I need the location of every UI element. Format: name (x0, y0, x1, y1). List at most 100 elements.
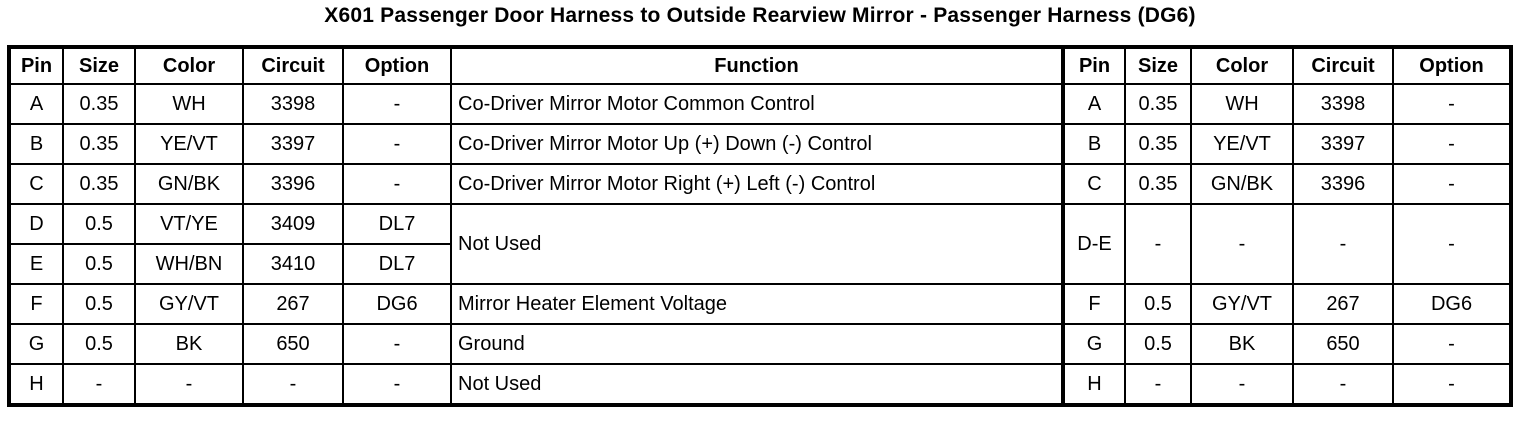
circuit-cell-right: - (1292, 363, 1394, 406)
option-cell-right: - (1392, 83, 1512, 125)
header-size: Size (62, 46, 136, 85)
header-row: Pin Size Color Circuit Option Function P… (8, 46, 1512, 85)
color-cell-right-merged: - (1190, 203, 1294, 285)
size-cell: 0.5 (62, 243, 136, 285)
pin-cell: G (8, 323, 64, 365)
size-cell-right: 0.35 (1124, 163, 1192, 205)
table-row: G 0.5 BK 650 - Ground G 0.5 BK 650 - (8, 323, 1512, 365)
pin-cell: F (8, 283, 64, 325)
size-cell: 0.5 (62, 323, 136, 365)
pin-cell: B (8, 123, 64, 165)
pin-cell-right: F (1061, 283, 1126, 325)
circuit-cell: 3409 (242, 203, 344, 245)
size-cell-right: 0.35 (1124, 123, 1192, 165)
header-option-right: Option (1392, 46, 1512, 85)
function-cell: Mirror Heater Element Voltage (450, 283, 1064, 325)
circuit-cell: 3410 (242, 243, 344, 285)
table-row: C 0.35 GN/BK 3396 - Co-Driver Mirror Mot… (8, 163, 1512, 205)
pin-cell: A (8, 83, 64, 125)
size-cell-right: 0.5 (1124, 323, 1192, 365)
header-pin: Pin (8, 46, 64, 85)
size-cell: - (62, 363, 136, 406)
option-cell: - (342, 83, 452, 125)
option-cell: DL7 (342, 243, 452, 285)
option-cell-right: - (1392, 363, 1512, 406)
option-cell: DG6 (342, 283, 452, 325)
size-cell-right-merged: - (1124, 203, 1192, 285)
table-row: B 0.35 YE/VT 3397 - Co-Driver Mirror Mot… (8, 123, 1512, 165)
pin-cell-right: H (1061, 363, 1126, 406)
pin-cell-right: B (1061, 123, 1126, 165)
color-cell: GN/BK (134, 163, 244, 205)
table-row: F 0.5 GY/VT 267 DG6 Mirror Heater Elemen… (8, 283, 1512, 325)
option-cell-right: - (1392, 323, 1512, 365)
circuit-cell-right: 650 (1292, 323, 1394, 365)
circuit-cell: 3398 (242, 83, 344, 125)
function-cell: Co-Driver Mirror Motor Up (+) Down (-) C… (450, 123, 1064, 165)
circuit-cell: 267 (242, 283, 344, 325)
color-cell: WH/BN (134, 243, 244, 285)
pin-cell-right: C (1061, 163, 1126, 205)
table-row: A 0.35 WH 3398 - Co-Driver Mirror Motor … (8, 83, 1512, 125)
pin-cell-right: A (1061, 83, 1126, 125)
circuit-cell: 3397 (242, 123, 344, 165)
header-function: Function (450, 46, 1064, 85)
color-cell-right: - (1190, 363, 1294, 406)
header-color: Color (134, 46, 244, 85)
size-cell-right: 0.35 (1124, 83, 1192, 125)
table-row: D 0.5 VT/YE 3409 DL7 Not Used D-E - - - … (8, 203, 1512, 285)
option-cell-right-merged: - (1392, 203, 1512, 285)
function-cell: Ground (450, 323, 1064, 365)
table-row: E 0.5 WH/BN 3410 DL7 (8, 243, 1511, 285)
header-circuit-right: Circuit (1292, 46, 1394, 85)
size-cell-right: - (1124, 363, 1192, 406)
option-cell: - (342, 363, 452, 406)
header-pin-right: Pin (1061, 46, 1126, 85)
pin-cell: C (8, 163, 64, 205)
color-cell-right: GY/VT (1190, 283, 1294, 325)
size-cell-right: 0.5 (1124, 283, 1192, 325)
page-title: X601 Passenger Door Harness to Outside R… (324, 4, 1196, 27)
circuit-cell-right: 3397 (1292, 123, 1394, 165)
header-size-right: Size (1124, 46, 1192, 85)
option-cell-right: DG6 (1392, 283, 1512, 325)
option-cell: - (342, 163, 452, 205)
color-cell-right: YE/VT (1190, 123, 1294, 165)
color-cell: BK (134, 323, 244, 365)
option-cell: - (342, 123, 452, 165)
circuit-cell: - (242, 363, 344, 406)
pin-cell: E (8, 243, 64, 285)
option-cell-right: - (1392, 123, 1512, 165)
pin-cell-right-merged: D-E (1061, 203, 1126, 285)
circuit-cell: 650 (242, 323, 344, 365)
pin-cell: H (8, 363, 64, 406)
color-cell: YE/VT (134, 123, 244, 165)
circuit-cell: 3396 (242, 163, 344, 205)
header-color-right: Color (1190, 46, 1294, 85)
option-cell-right: - (1392, 163, 1512, 205)
header-circuit: Circuit (242, 46, 344, 85)
color-cell: WH (134, 83, 244, 125)
circuit-cell-right-merged: - (1292, 203, 1394, 285)
size-cell: 0.5 (62, 283, 136, 325)
circuit-cell-right: 3398 (1292, 83, 1394, 125)
color-cell: VT/YE (134, 203, 244, 245)
option-cell: - (342, 323, 452, 365)
size-cell: 0.35 (62, 83, 136, 125)
color-cell-right: GN/BK (1190, 163, 1294, 205)
function-cell: Co-Driver Mirror Motor Right (+) Left (-… (450, 163, 1064, 205)
function-cell: Co-Driver Mirror Motor Common Control (450, 83, 1064, 125)
color-cell: GY/VT (134, 283, 244, 325)
circuit-cell-right: 267 (1292, 283, 1394, 325)
size-cell: 0.35 (62, 163, 136, 205)
pin-cell-right: G (1061, 323, 1126, 365)
option-cell: DL7 (342, 203, 452, 245)
color-cell-right: WH (1190, 83, 1294, 125)
color-cell-right: BK (1190, 323, 1294, 365)
function-cell-merged: Not Used (450, 203, 1064, 285)
size-cell: 0.35 (62, 123, 136, 165)
color-cell: - (134, 363, 244, 406)
circuit-cell-right: 3396 (1292, 163, 1394, 205)
size-cell: 0.5 (62, 203, 136, 245)
pin-cell: D (8, 203, 64, 245)
